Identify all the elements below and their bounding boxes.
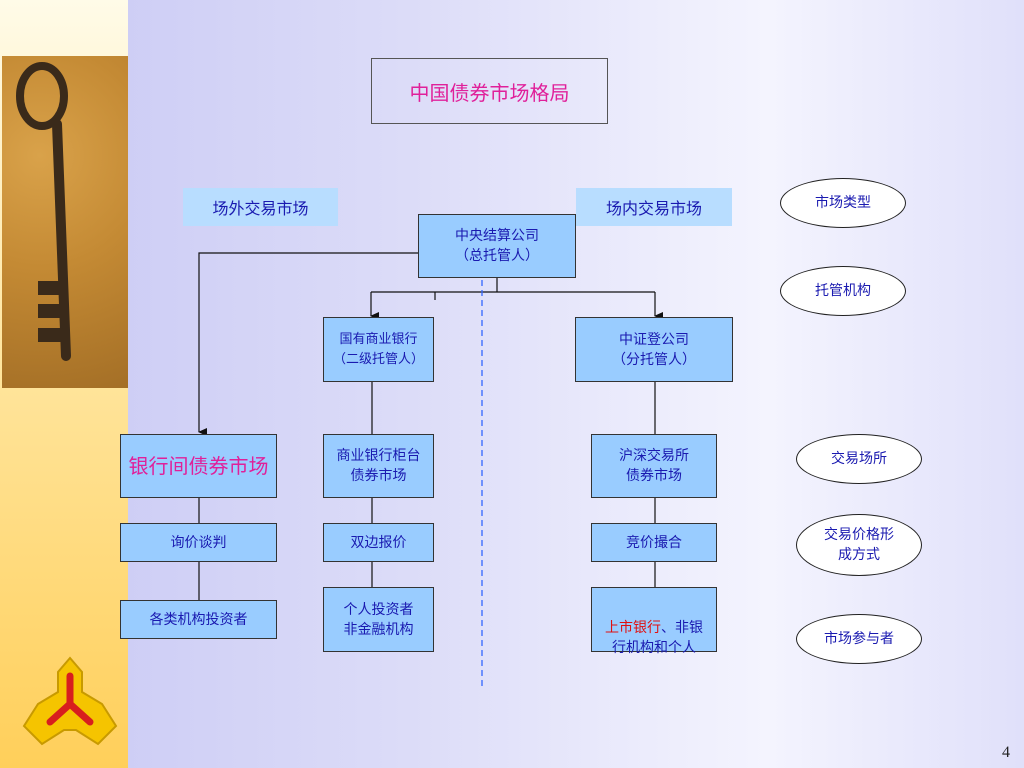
bank-logo-icon xyxy=(20,652,120,752)
pricing-interbank-box: 询价谈判 xyxy=(120,523,277,562)
legend-venue: 交易场所 xyxy=(796,434,922,484)
participants-interbank-box: 各类机构投资者 xyxy=(120,600,277,639)
page-number: 4 xyxy=(1002,744,1010,761)
pricing-exchange-box: 竞价撮合 xyxy=(591,523,717,562)
diagram-title: 中国债券市场格局 xyxy=(371,58,608,124)
otc-market-label: 场外交易市场 xyxy=(183,188,338,226)
exchange-market-label: 场内交易市场 xyxy=(576,188,732,226)
legend-market-type: 市场类型 xyxy=(780,178,906,228)
interbank-market-box: 银行间债券市场 xyxy=(120,434,277,498)
sub-custodian-left-box: 国有商业银行 （二级托管人） xyxy=(323,317,434,382)
exchange-market-box: 沪深交易所 债券市场 xyxy=(591,434,717,498)
listed-banks-text: 上市银行 xyxy=(605,620,661,636)
sub-custodian-right-box: 中证登公司 （分托管人） xyxy=(575,317,733,382)
participants-counter-box: 个人投资者 非金融机构 xyxy=(323,587,434,652)
legend-pricing: 交易价格形 成方式 xyxy=(796,514,922,576)
legend-participants: 市场参与者 xyxy=(796,614,922,664)
legend-custodian: 托管机构 xyxy=(780,266,906,316)
participants-exchange-rest: 、非银 行机构和个人 xyxy=(612,620,703,656)
central-custodian-box: 中央结算公司 （总托管人） xyxy=(418,214,576,278)
key-photo xyxy=(2,56,128,388)
pricing-counter-box: 双边报价 xyxy=(323,523,434,562)
participants-exchange-box: 上市银行、非银 行机构和个人 xyxy=(591,587,717,656)
counter-market-box: 商业银行柜台 债券市场 xyxy=(323,434,434,498)
